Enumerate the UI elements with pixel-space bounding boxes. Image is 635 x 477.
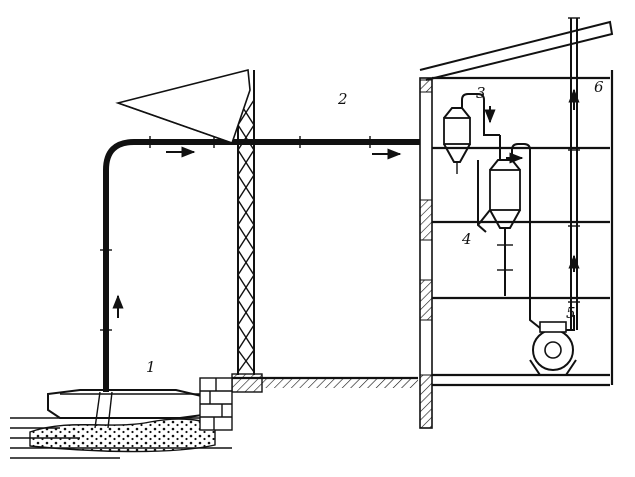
- building: [419, 20, 614, 429]
- flow-arrows: [112, 88, 580, 318]
- label-4: 4: [461, 230, 472, 248]
- exhaust-stack-6: [568, 17, 580, 330]
- label-6: 6: [594, 78, 604, 96]
- labels: 1 2 3 4 5 6: [146, 78, 604, 376]
- label-5: 5: [566, 304, 576, 322]
- bulk-material-pile: [29, 418, 216, 453]
- filter-4: [477, 135, 541, 329]
- label-1: 1: [146, 358, 156, 376]
- unloader-3: [443, 93, 500, 174]
- label-3: 3: [476, 84, 486, 102]
- intake-nozzle: [47, 389, 211, 429]
- lattice-mast: [115, 68, 263, 393]
- label-2: 2: [337, 90, 348, 108]
- fan-5: [529, 315, 577, 376]
- brick-foundation: [199, 377, 233, 431]
- ground: [199, 376, 418, 431]
- vertical-suction-pipe: [100, 136, 432, 392]
